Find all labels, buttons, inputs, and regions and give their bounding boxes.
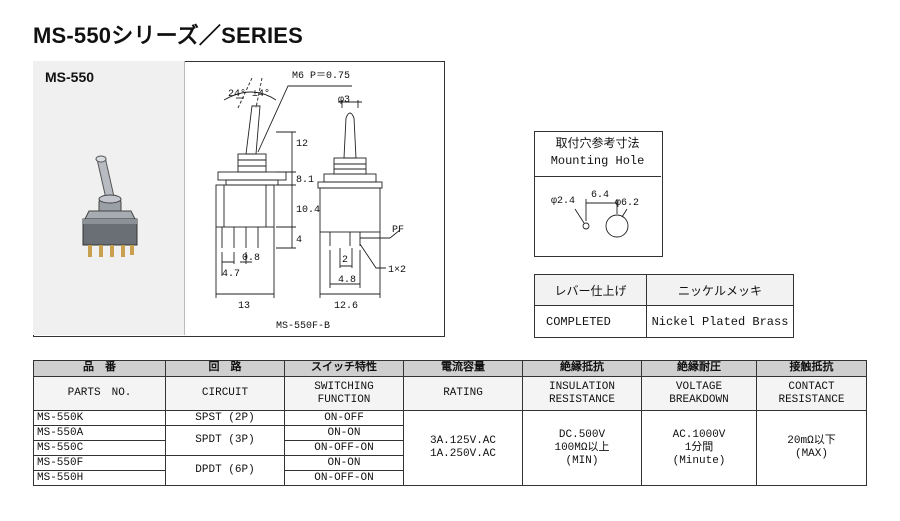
part-number: MS-550H: [33, 470, 166, 486]
mounting-hole-diagram: φ2.4 6.4 φ6.2: [551, 190, 639, 238]
thread-label: M6 P＝0.75: [292, 71, 350, 82]
circuit-cell: SPST (2P): [165, 410, 285, 426]
dim-4-7: 4.7: [222, 269, 240, 280]
dimension-drawing: 24° ±4° M6 P＝0.75 φ3 12 8.1 10.4 4 4.7 0…: [215, 71, 406, 332]
finish-row-value: Nickel Plated Brass: [646, 305, 794, 338]
mounting-hole-title-en: Mounting Hole: [550, 154, 645, 168]
header-rating-jp: 電流容量: [403, 360, 523, 377]
dim-12-6: 12.6: [334, 301, 358, 312]
function-cell: ON-ON: [284, 425, 404, 441]
mounting-hole-header: 取付穴参考寸法 Mounting Hole: [534, 131, 661, 177]
mounting-hole-box: [534, 131, 663, 257]
table-header-jp-row: 品 番 回 路 スイッチ特性 電流容量 絶縁抵抗 絶縁耐圧 接触抵抗: [33, 360, 867, 377]
part-number: MS-550F: [33, 455, 166, 471]
toggle-switch-photo: [82, 155, 138, 257]
finish-row-label: COMPLETED: [534, 305, 647, 338]
dim-2: 2: [342, 255, 348, 266]
part-number: MS-550K: [33, 410, 166, 426]
hole-d2: φ6.2: [615, 198, 639, 209]
finish-header-label: レバー仕上げ: [534, 274, 647, 306]
dim-4-8: 4.8: [338, 275, 356, 286]
dim-4: 4: [296, 235, 302, 246]
page-title: MS-550シリーズ／SERIES: [33, 23, 304, 48]
table-row: MS-550H ON-OFF-ON: [33, 470, 867, 486]
mounting-hole-title-jp: 取付穴参考寸法: [555, 137, 640, 151]
slot-label: 1×2: [388, 265, 406, 276]
hole-d1: φ2.4: [551, 196, 575, 207]
header-function-jp: スイッチ特性: [284, 360, 404, 377]
header-circuit-en: CIRCUIT: [165, 376, 285, 411]
table-row: MS-550A SPDT (3P) ON-ON: [33, 425, 867, 456]
function-cell: ON-OFF: [284, 410, 404, 426]
hole-spacing: 6.4: [591, 190, 609, 201]
function-cell: ON-OFF-ON: [284, 470, 404, 486]
header-rating-en: RATING: [403, 376, 523, 411]
circuit-cell: SPDT (3P): [165, 425, 285, 456]
spec-table: 品 番 回 路 スイッチ特性 電流容量 絶縁抵抗 絶縁耐圧 接触抵抗 PARTS…: [33, 360, 867, 486]
dim-13: 13: [238, 301, 250, 312]
header-breakdown-jp: 絶縁耐圧: [641, 360, 757, 377]
header-contact-jp: 接触抵抗: [756, 360, 867, 377]
header-circuit-jp: 回 路: [165, 360, 285, 377]
angle-label: 24° ±4°: [228, 88, 270, 100]
dim-12: 12: [296, 139, 308, 150]
dim-8-1: 8.1: [296, 175, 314, 186]
header-insulation-jp: 絶縁抵抗: [522, 360, 642, 377]
contact-cell: 20mΩ以下(MAX): [756, 410, 867, 486]
product-photo-panel: [33, 61, 185, 335]
part-number: MS-550A: [33, 425, 166, 441]
finish-header-value: ニッケルメッキ: [646, 274, 794, 306]
table-row: MS-550F DPDT (6P) ON-ON: [33, 455, 867, 486]
pf-label: PF: [392, 225, 404, 236]
dim-0-8: 0.8: [242, 253, 260, 264]
model-code: MS-550F-B: [276, 321, 330, 332]
diameter-label: φ3: [338, 95, 350, 106]
header-parts-en: PARTS NO.: [33, 376, 166, 411]
dim-10-4: 10.4: [296, 205, 320, 216]
function-cell: ON-OFF-ON: [284, 440, 404, 456]
part-number: MS-550C: [33, 440, 166, 456]
circuit-cell: DPDT (6P): [165, 455, 285, 486]
function-cell: ON-ON: [284, 455, 404, 471]
header-parts-jp: 品 番: [33, 360, 166, 377]
model-label: MS-550: [45, 69, 95, 85]
table-row: MS-550C ON-OFF-ON: [33, 440, 867, 456]
